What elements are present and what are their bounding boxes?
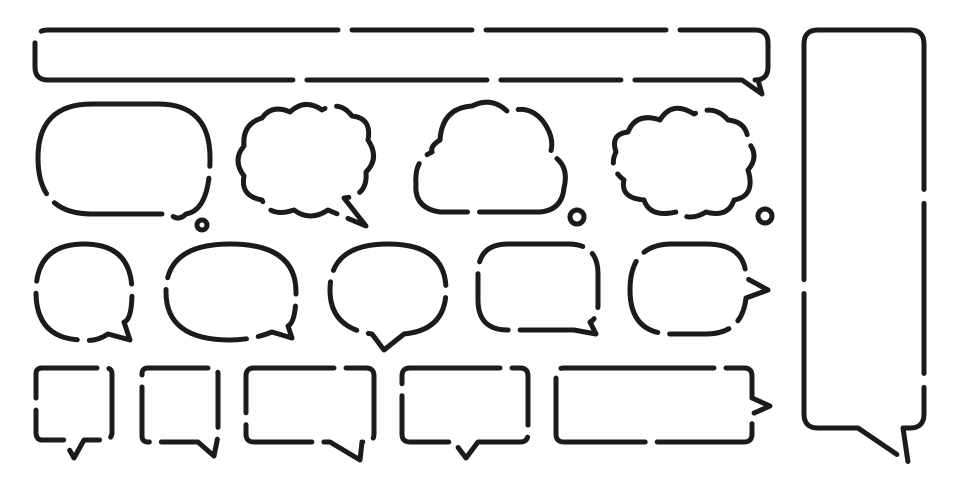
- cloud-thought-bubble-bumpy: [610, 105, 757, 220]
- speech-bubble-rect-corner-tail: [139, 365, 221, 459]
- speech-bubble-banner-wide: [32, 27, 771, 97]
- thought-dot: [755, 206, 775, 226]
- speech-bubble-ellipse-bottom-tail: [327, 241, 449, 353]
- speech-bubble-tall: [801, 27, 927, 465]
- speech-bubble-rect-small: [33, 365, 115, 461]
- speech-bubble-rect-wide: [243, 365, 377, 463]
- speech-bubble-round: [33, 241, 135, 343]
- cloud-thought-bubble-spiky: [235, 102, 376, 229]
- thought-dot: [567, 207, 587, 227]
- speech-bubble-rounded-rect: [475, 241, 601, 337]
- speech-bubble-rect-center-tail: [399, 365, 531, 461]
- speech-bubble-rounded-rect-side-tail: [627, 241, 771, 337]
- cloud-thought-bubble: [413, 99, 568, 215]
- thought-dot: [194, 217, 210, 233]
- speech-bubble-rect-side-tail: [553, 365, 773, 445]
- speech-bubble-ellipse-wide: [163, 241, 299, 343]
- speech-bubble-oval-wide: [35, 101, 213, 221]
